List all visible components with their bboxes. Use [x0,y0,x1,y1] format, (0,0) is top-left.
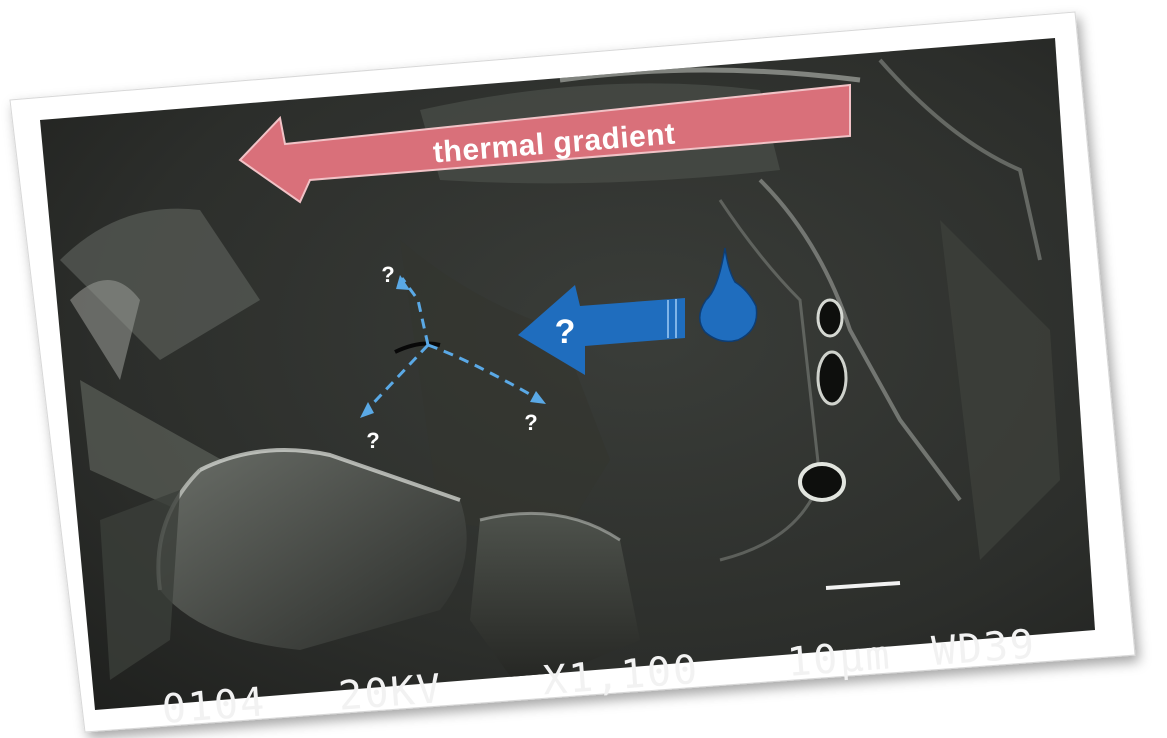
sem-scale-label: 10µm [786,632,893,686]
question-mark-top: ? [381,262,394,287]
question-mark-arrow: ? [555,313,576,351]
sem-working-distance: WD39 [930,621,1037,675]
question-mark-right: ? [524,410,537,435]
water-droplet-icon [699,247,758,343]
crack-path-down-left [363,343,430,414]
sem-image-number: 0104 [160,679,267,733]
question-mark-bottom-left: ? [366,428,379,453]
thermal-gradient-arrow: thermal gradient [238,83,851,204]
crack-arrowheads [360,275,546,418]
crack-paths [363,277,541,414]
sem-voltage: 20KV [337,666,444,720]
water-migration-arrow: ? [518,285,685,375]
crack-path-right [427,343,541,402]
scale-bar [825,581,901,590]
